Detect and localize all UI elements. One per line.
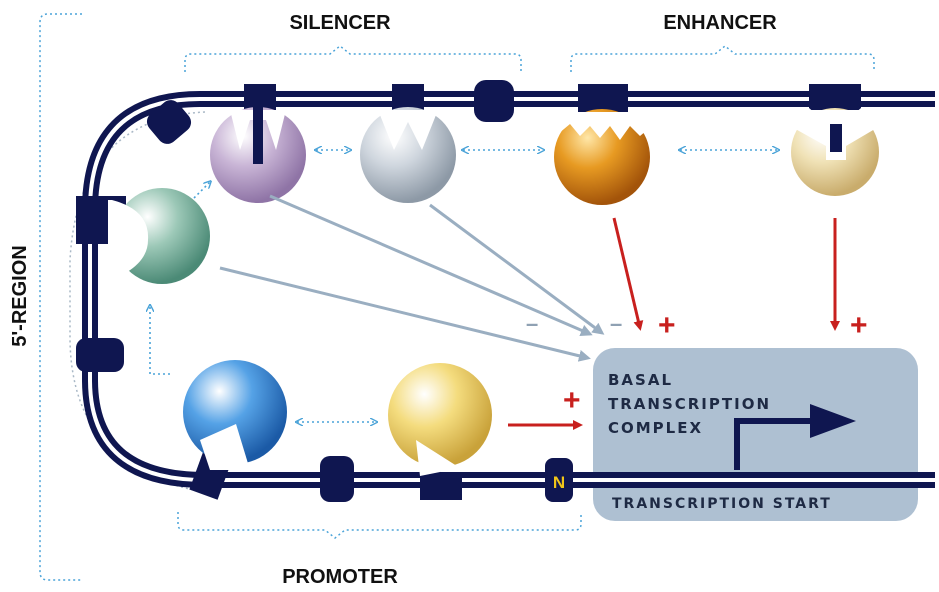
enhancer-protein-orange [552, 109, 652, 205]
activation-sign-enhancer-2: + [850, 309, 868, 342]
activation-sign-promoter: + [563, 384, 581, 417]
enhancer-label: ENHANCER [663, 12, 777, 34]
basal-label-line1: BASAL [608, 371, 673, 389]
activation-arrows [508, 217, 840, 430]
enhancer-bracket [570, 45, 875, 72]
silencer-protein-purple [210, 104, 306, 203]
site-promoter-wedge [420, 466, 462, 500]
yellow-protein [388, 363, 492, 476]
site-curve-1 [146, 100, 192, 144]
repression-sign-2: – [610, 311, 622, 336]
region-bracket [39, 13, 82, 581]
green-protein [108, 188, 210, 284]
enhancer-protein-cream [790, 108, 880, 196]
interaction-arrows [150, 150, 778, 422]
site-n-box [545, 458, 573, 502]
promoter-label: PROMOTER [282, 566, 398, 588]
activation-sign-enhancer-1: + [658, 309, 676, 342]
transcription-start-arrow [734, 404, 856, 470]
site-curve-3 [76, 338, 124, 372]
repression-sign-1: – [526, 311, 538, 336]
silencer-bracket [184, 45, 522, 72]
region-label: 5'-REGION [9, 245, 31, 346]
site-rounded-top [474, 80, 514, 122]
transcription-start-label: TRANSCRIPTION START [612, 496, 832, 512]
repression-arrows [219, 194, 605, 362]
basal-label-line2: TRANSCRIPTION [608, 395, 771, 413]
n-box-label: N [553, 473, 565, 492]
promoter-bracket [177, 512, 582, 539]
basal-label-line3: COMPLEX [608, 419, 703, 437]
silencer-label: SILENCER [289, 12, 391, 34]
silencer-protein-silver [360, 107, 456, 203]
site-promoter-1 [320, 456, 354, 502]
site-silencer-2 [392, 84, 424, 110]
blue-protein [183, 360, 287, 470]
